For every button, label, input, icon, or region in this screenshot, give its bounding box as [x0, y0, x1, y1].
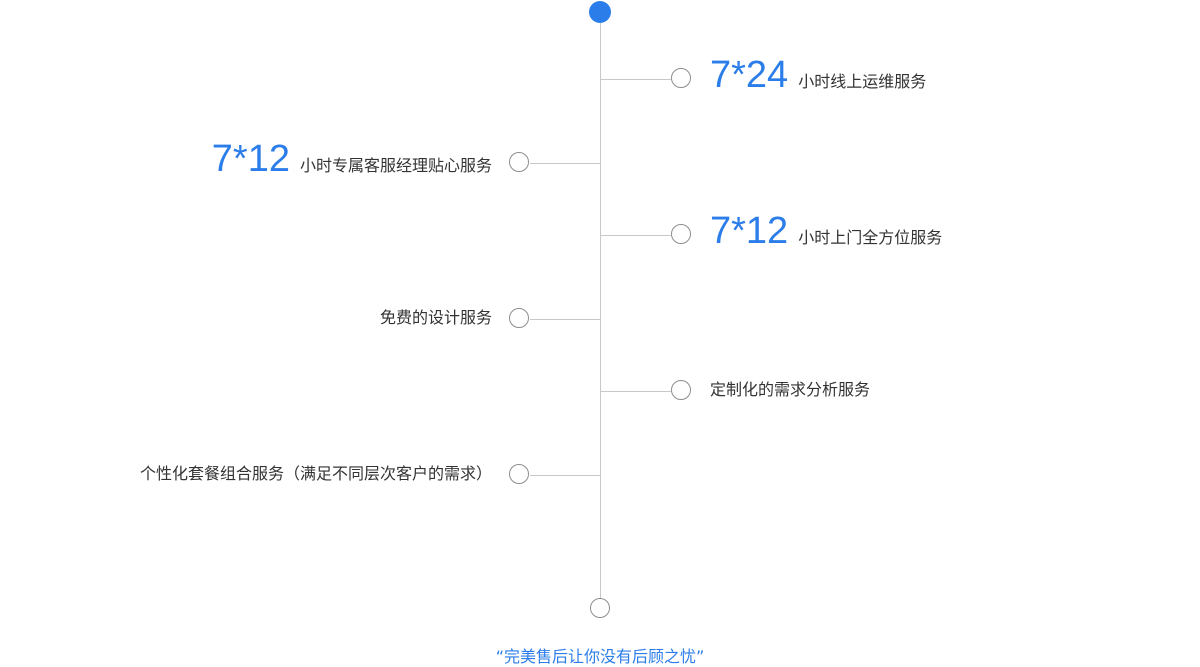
service-item-onsite: 7*12 小时上门全方位服务 — [710, 212, 942, 250]
service-description: 小时专属客服经理贴心服务 — [299, 156, 492, 175]
timeline-node — [509, 464, 529, 484]
connector-line — [530, 475, 600, 476]
service-item-requirement-analysis: 定制化的需求分析服务 — [710, 382, 870, 398]
service-description: 小时线上运维服务 — [798, 72, 927, 91]
service-description: 个性化套餐组合服务（满足不同层次客户的需求） — [139, 464, 492, 483]
service-hours-highlight: 7*12 — [211, 138, 290, 180]
connector-line — [601, 79, 671, 80]
slogan-quote: “完美售后让你没有后顾之忧” — [495, 647, 705, 666]
service-hours-highlight: 7*12 — [710, 210, 789, 252]
service-description: 定制化的需求分析服务 — [710, 380, 871, 399]
connector-line — [530, 163, 600, 164]
service-item-free-design: 免费的设计服务 — [380, 310, 492, 326]
timeline-end-node — [590, 598, 610, 618]
timeline-start-dot — [589, 1, 611, 23]
service-item-dedicated-manager: 7*12 小时专属客服经理贴心服务 — [212, 140, 492, 178]
service-description: 小时上门全方位服务 — [798, 228, 943, 247]
timeline-node — [671, 224, 691, 244]
connector-line — [601, 391, 671, 392]
connector-line — [601, 235, 671, 236]
service-hours-highlight: 7*24 — [710, 54, 789, 96]
timeline-node — [671, 68, 691, 88]
timeline-node — [509, 308, 529, 328]
service-description: 免费的设计服务 — [379, 308, 492, 327]
timeline-line — [600, 12, 601, 610]
timeline-node — [671, 380, 691, 400]
timeline-node — [509, 152, 529, 172]
service-item-online-maintenance: 7*24 小时线上运维服务 — [710, 56, 926, 94]
service-item-custom-package: 个性化套餐组合服务（满足不同层次客户的需求） — [140, 466, 492, 482]
connector-line — [530, 319, 600, 320]
